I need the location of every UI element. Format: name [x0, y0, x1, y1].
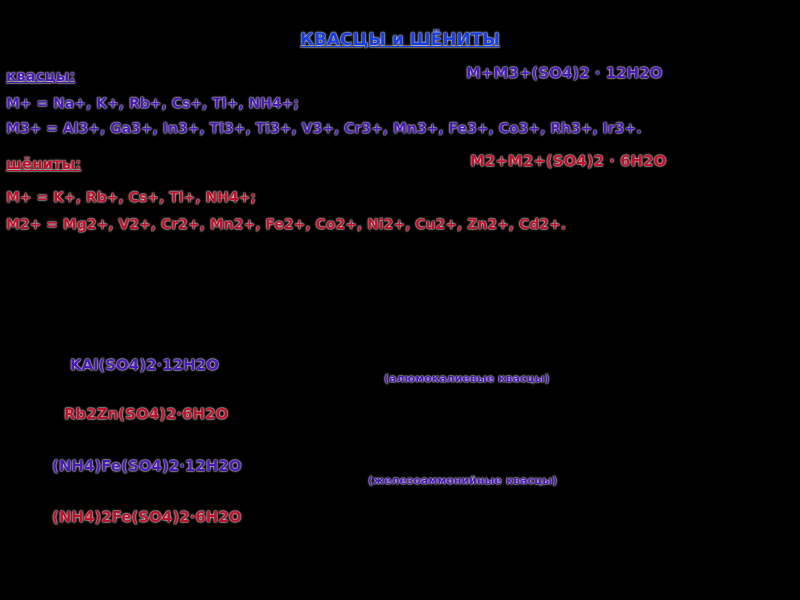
- example-formula: KAl(SO4)2·12H2O: [70, 356, 219, 374]
- schoenites-monovalent-cations: M+ = K+, Rb+, Cs+, Tl+, NH4+;: [6, 190, 256, 206]
- alums-general-formula-text: M+M3+(SO4)2 · 12H2O: [466, 64, 663, 82]
- example-note: (железоаммонийные квасцы): [368, 474, 558, 487]
- example-note: (алюмокалиевые квасцы): [384, 372, 550, 385]
- example-formula: Rb2Zn(SO4)2·6H2O: [64, 405, 229, 423]
- alums-trivalent-cations: M3+ = Al3+, Ga3+, In3+, Tl3+, Ti3+, V3+,…: [6, 121, 642, 137]
- alums-monovalent-cations: M+ = Na+, K+, Rb+, Cs+, Tl+, NH4+;: [6, 96, 300, 112]
- schoenites-divalent-cations: M2+ = Mg2+, V2+, Cr2+, Mn2+, Fe2+, Co2+,…: [6, 217, 567, 233]
- page-title: КВАСЦЫ и ШЁНИТЫ: [300, 30, 500, 50]
- example-formula: (NH4)2Fe(SO4)2·6H2O: [52, 508, 242, 526]
- alums-general-formula: M+M3+(SO4)2 · 12H2O: [466, 64, 662, 82]
- example-formula: (NH4)Fe(SO4)2·12H2O: [52, 457, 242, 475]
- alums-label: квасцы:: [6, 67, 76, 85]
- schoenites-label: шёниты:: [6, 155, 82, 173]
- schoenites-general-formula: M2+M2+(SO4)2 · 6H2O: [470, 152, 666, 170]
- schoenites-general-formula-text: M2+M2+(SO4)2 · 6H2O: [470, 152, 667, 170]
